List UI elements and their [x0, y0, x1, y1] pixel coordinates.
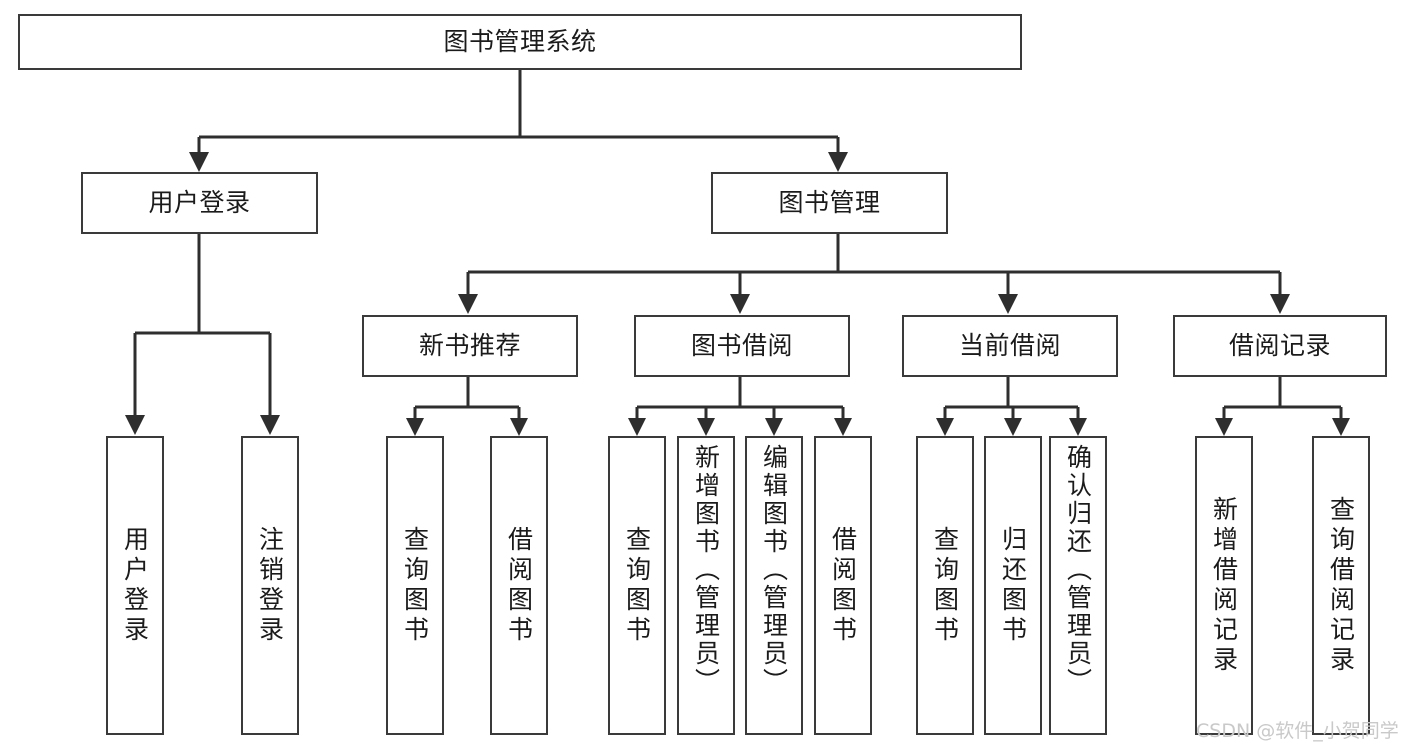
- arrow-current-borrow: [998, 294, 1018, 314]
- leaf-query-borrow-record[interactable]: 查询借阅记录: [1312, 436, 1370, 735]
- arrow-book-borrow: [730, 294, 750, 314]
- leaf-add-borrow-record[interactable]: 新增借阅记录: [1195, 436, 1253, 735]
- node-label: 当前借阅: [958, 331, 1061, 361]
- node-label: 注销登录: [255, 525, 285, 646]
- node-book-management[interactable]: 图书管理: [711, 172, 948, 234]
- arrow-leaf-borrow-record-2: [1332, 418, 1350, 436]
- watermark-text: CSDN @软件_小贺同学: [1196, 720, 1399, 742]
- arrow-leaf-new-book-2: [510, 418, 528, 436]
- arrow-borrow-record: [1270, 294, 1290, 314]
- arrow-leaf-book-borrow-1: [628, 418, 646, 436]
- node-root-book-management-system[interactable]: 图书管理系统: [18, 14, 1022, 70]
- arrow-leaf-borrow-record-1: [1215, 418, 1233, 436]
- leaf-user-login[interactable]: 用户登录: [106, 436, 164, 735]
- node-label: 图书管理: [778, 188, 881, 218]
- leaf-add-book-admin[interactable]: 新增图书（管理员）: [677, 436, 735, 735]
- node-label: 查询图书: [400, 525, 430, 646]
- node-label: 查询图书: [622, 525, 652, 646]
- node-label: 新增借阅记录: [1209, 495, 1239, 676]
- node-label: 查询借阅记录: [1326, 495, 1356, 676]
- leaf-borrow-book-recommend[interactable]: 借阅图书: [490, 436, 548, 735]
- arrow-leaf-user-login-2: [260, 415, 280, 435]
- node-label: 新增图书（管理员）: [691, 444, 721, 696]
- leaf-logout[interactable]: 注销登录: [241, 436, 299, 735]
- node-label: 查询图书: [930, 525, 960, 646]
- node-new-book-recommend[interactable]: 新书推荐: [362, 315, 578, 377]
- node-label: 借阅图书: [504, 525, 534, 646]
- node-label: 确认归还（管理员）: [1063, 444, 1093, 696]
- node-label: 借阅记录: [1228, 331, 1331, 361]
- arrow-leaf-current-borrow-1: [936, 418, 954, 436]
- arrow-leaf-book-borrow-4: [834, 418, 852, 436]
- node-borrow-record[interactable]: 借阅记录: [1173, 315, 1387, 377]
- leaf-borrow-book[interactable]: 借阅图书: [814, 436, 872, 735]
- arrow-leaf-user-login-1: [125, 415, 145, 435]
- leaf-confirm-return-admin[interactable]: 确认归还（管理员）: [1049, 436, 1107, 735]
- node-book-borrow[interactable]: 图书借阅: [634, 315, 850, 377]
- node-label: 借阅图书: [828, 525, 858, 646]
- node-label: 新书推荐: [418, 331, 521, 361]
- leaf-query-book-borrow[interactable]: 查询图书: [608, 436, 666, 735]
- node-user-login[interactable]: 用户登录: [81, 172, 318, 234]
- leaf-edit-book-admin[interactable]: 编辑图书（管理员）: [745, 436, 803, 735]
- leaf-query-book-recommend[interactable]: 查询图书: [386, 436, 444, 735]
- node-current-borrow[interactable]: 当前借阅: [902, 315, 1118, 377]
- arrow-leaf-current-borrow-3: [1069, 418, 1087, 436]
- arrow-book-manage: [828, 152, 848, 172]
- node-label: 归还图书: [998, 525, 1028, 646]
- arrowheads: [125, 152, 1350, 436]
- arrow-leaf-book-borrow-2: [697, 418, 715, 436]
- arrow-user-login: [189, 152, 209, 172]
- arrow-new-book: [458, 294, 478, 314]
- node-label: 用户登录: [148, 188, 251, 218]
- arrow-leaf-new-book-1: [406, 418, 424, 436]
- leaf-return-book[interactable]: 归还图书: [984, 436, 1042, 735]
- arrow-leaf-book-borrow-3: [765, 418, 783, 436]
- node-label: 编辑图书（管理员）: [759, 444, 789, 696]
- leaf-query-book-current[interactable]: 查询图书: [916, 436, 974, 735]
- arrow-leaf-current-borrow-2: [1004, 418, 1022, 436]
- node-label: 图书管理系统: [443, 27, 597, 57]
- node-label: 图书借阅: [690, 331, 793, 361]
- node-label: 用户登录: [120, 525, 150, 646]
